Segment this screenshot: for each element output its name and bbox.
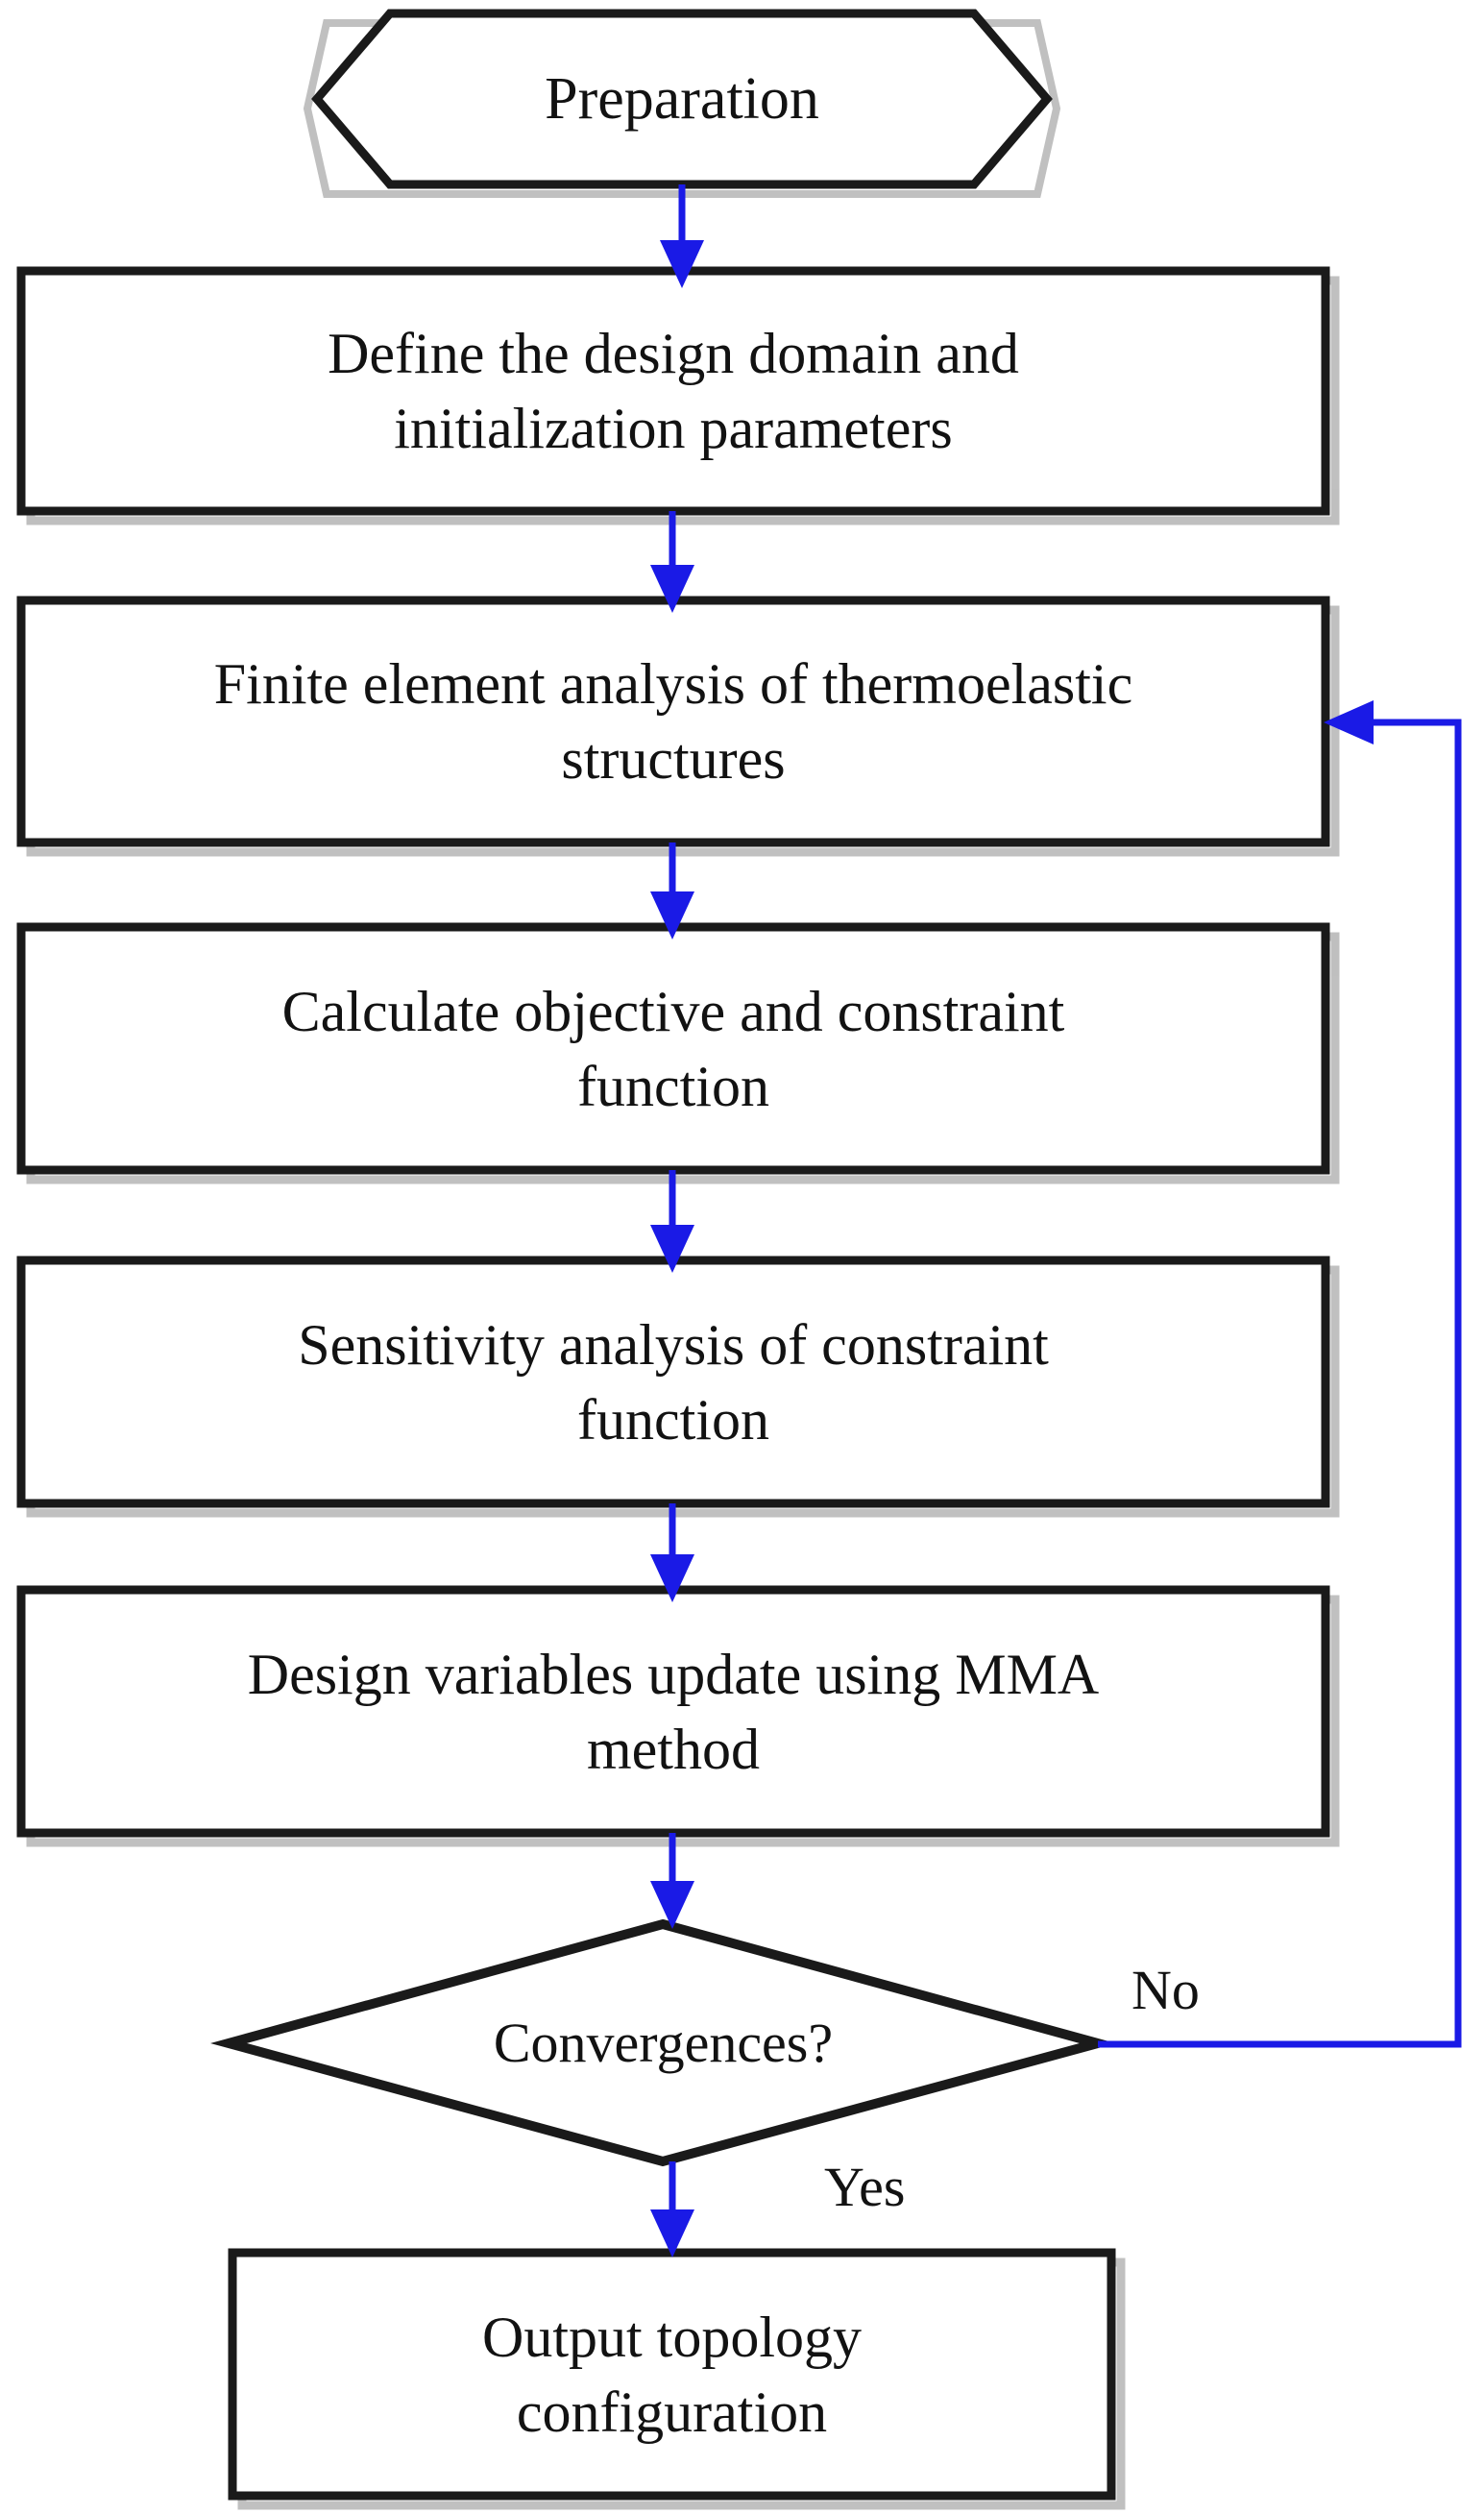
edge-prep-define-arrowhead [660, 240, 704, 288]
node-update-mma-shape [16, 1585, 1330, 1838]
edge-label-yes: Yes [824, 2156, 906, 2218]
edge-sens-update-arrowhead [650, 1554, 694, 1602]
node-preparation-shape [311, 9, 1053, 189]
node-define-domain-shape [16, 266, 1330, 516]
node-fea-shape [16, 596, 1330, 847]
edge-update-conv-arrowhead [650, 1881, 694, 1929]
edge-conv-fea-arrowhead [1324, 700, 1374, 744]
edge-fea-calc-arrowhead [650, 891, 694, 940]
edge-conv-output-arrowhead [650, 2209, 694, 2258]
node-calculate-shape [16, 922, 1330, 1175]
node-sensitivity-shape [16, 1256, 1330, 1508]
edge-define-fea-arrowhead [650, 565, 694, 613]
edge-calc-sens-arrowhead [650, 1225, 694, 1273]
edge-label-no: No [1131, 1959, 1200, 2021]
node-output-shape [228, 2248, 1116, 2501]
edge-conv-fea-line [1098, 719, 1462, 2048]
node-convergences-shape [210, 1918, 1117, 2167]
